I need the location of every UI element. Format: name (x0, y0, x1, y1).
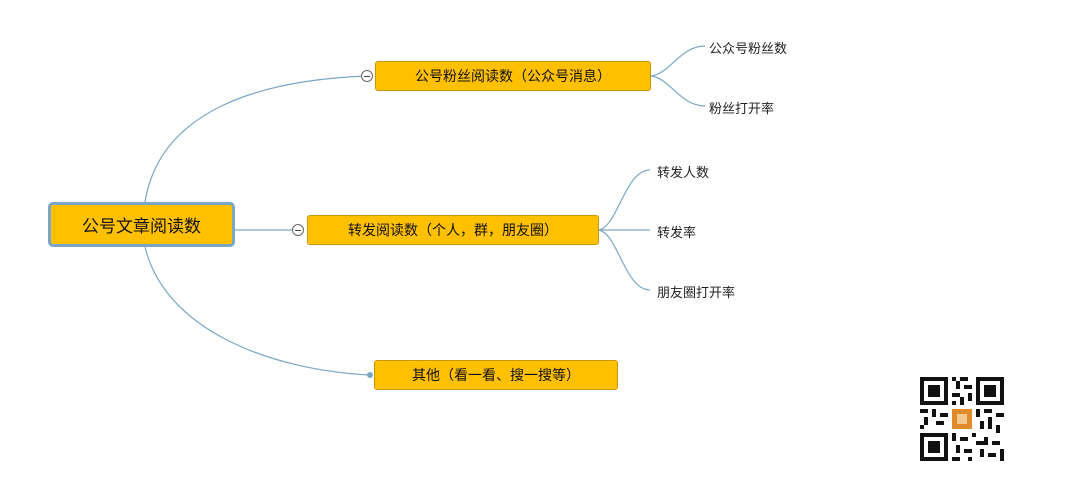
connector-branch2-child3 (598, 229, 651, 291)
leaf-node-label: 朋友圈打开率 (657, 286, 736, 301)
leaf-node-label: 公众号粉丝数 (709, 42, 788, 57)
branch-node-label: 其他（看一看、搜一搜等） (412, 368, 580, 384)
leaf-node-follower-count[interactable]: 公众号粉丝数 (709, 38, 787, 57)
leaf-node-label: 粉丝打开率 (709, 102, 775, 117)
branch3-endpoint-dot (367, 372, 373, 378)
leaf-node-label: 转发人数 (657, 166, 710, 181)
collapse-minus-icon[interactable] (292, 224, 304, 236)
root-node-label: 公号文章阅读数 (82, 217, 201, 237)
leaf-node-fan-open-rate[interactable]: 粉丝打开率 (709, 98, 774, 117)
root-node[interactable]: 公号文章阅读数 (48, 202, 235, 247)
branch-node-label: 公号粉丝阅读数（公众号消息） (415, 69, 611, 85)
collapse-minus-icon[interactable] (361, 70, 373, 82)
connector-branch1-child1 (650, 45, 706, 77)
branch-node-other[interactable]: 其他（看一看、搜一搜等） (374, 360, 618, 390)
leaf-node-label: 转发率 (657, 226, 697, 241)
branch-node-share-reads[interactable]: 转发阅读数（个人，群，朋友圈） (307, 215, 599, 245)
qr-code-icon (920, 377, 1004, 461)
connector-branch1-child2 (650, 75, 706, 107)
leaf-node-share-rate[interactable]: 转发率 (657, 222, 696, 241)
leaf-node-moments-open-rate[interactable]: 朋友圈打开率 (657, 282, 735, 301)
connector-branch2-child1 (598, 169, 651, 231)
branch-node-label: 转发阅读数（个人，群，朋友圈） (348, 223, 558, 239)
connector-root-branch1 (144, 75, 368, 203)
branch-node-fan-reads[interactable]: 公号粉丝阅读数（公众号消息） (375, 61, 651, 91)
connector-root-branch3 (144, 246, 371, 376)
leaf-node-share-count[interactable]: 转发人数 (657, 162, 709, 181)
